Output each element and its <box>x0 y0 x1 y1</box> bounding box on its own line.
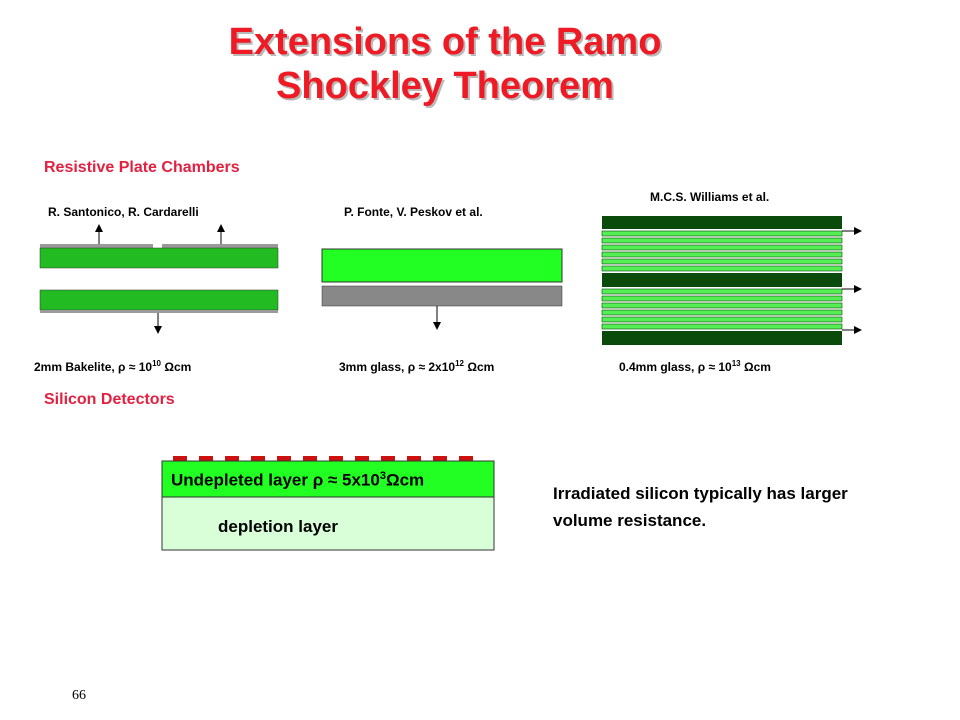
rpc-heading: Resistive Plate Chambers <box>44 159 240 176</box>
electrode-top-right <box>162 244 278 248</box>
rpc-diagrams <box>39 216 862 345</box>
rpc-caption-1: 2mm Bakelite, ρ ≈ 1010 Ωcm <box>34 359 192 374</box>
rpc-panel-santonico <box>39 224 279 334</box>
irradiated-silicon-note: Irradiated silicon typically has larger … <box>553 484 848 530</box>
rpc-author-2: P. Fonte, V. Peskov et al. <box>344 205 483 219</box>
page-number: 66 <box>72 688 86 703</box>
rpc-panel-williams <box>601 216 862 345</box>
readout-strips <box>173 456 473 461</box>
dark-plate-bottom <box>602 331 842 345</box>
electrode-top-left <box>40 244 153 248</box>
undepleted-layer <box>161 460 495 498</box>
depletion-layer-label: depletion layer <box>218 517 338 536</box>
electrode-bottom <box>40 310 278 313</box>
silicon-heading: Silicon Detectors <box>44 391 175 408</box>
bakelite-plate-top <box>39 247 279 269</box>
undepleted-layer-label: Undepleted layer ρ ≈ 5x103Ωcm <box>171 470 425 490</box>
rpc-caption-3: 0.4mm glass, ρ ≈ 1013 Ωcm <box>619 359 771 374</box>
dark-plate-middle <box>602 273 842 287</box>
rpc-caption-2: 3mm glass, ρ ≈ 2x1012 Ωcm <box>339 359 495 374</box>
slide-title-line2: Shockley Theorem <box>276 65 614 107</box>
dark-plate-top <box>602 216 842 229</box>
slide-title-line1: Extensions of the Ramo <box>228 21 662 63</box>
glass-stack-lower <box>601 288 843 330</box>
gray-plate <box>321 285 563 307</box>
rpc-author-3: M.C.S. Williams et al. <box>650 190 770 204</box>
rpc-author-1: R. Santonico, R. Cardarelli <box>48 205 199 219</box>
glass-stack-upper <box>601 230 843 272</box>
depletion-layer-region <box>161 496 495 551</box>
glass-plate <box>321 248 563 283</box>
rpc-panel-fonte <box>321 248 563 330</box>
